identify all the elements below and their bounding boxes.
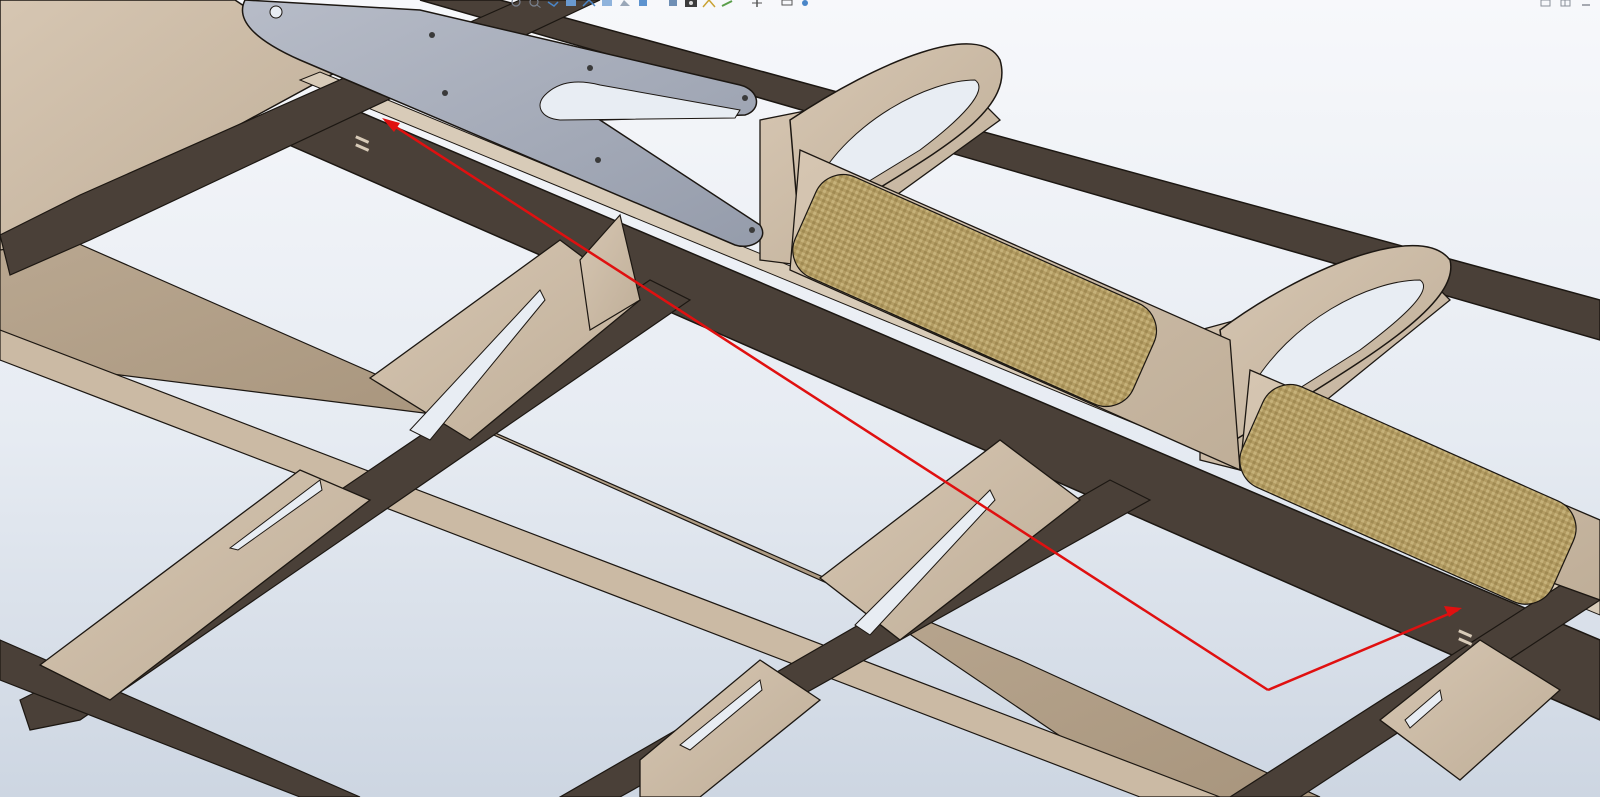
rib-gusset-4 — [639, 659, 822, 797]
spar-slot-mark-4 — [1458, 637, 1473, 646]
spar-slot-mark-2 — [355, 143, 370, 152]
appearance-pen-icon[interactable] — [750, 0, 764, 8]
dynamic-annotation-icon[interactable] — [582, 0, 596, 8]
spar-slot-mark-3 — [1458, 629, 1473, 638]
edit-appearance-icon[interactable] — [666, 0, 680, 8]
plate-bolt-hole-2 — [429, 32, 435, 38]
spar-slot-mark-1 — [355, 135, 370, 144]
fiberglass-patch-1 — [792, 174, 1158, 407]
hide-show-items-icon[interactable] — [636, 0, 650, 8]
restore-window-icon[interactable] — [1540, 0, 1552, 7]
rotate-view-icon[interactable] — [720, 0, 734, 8]
rib-gusset-5-hole — [1404, 689, 1443, 729]
zoom-to-area-icon[interactable] — [528, 0, 542, 8]
rib-gusset-2-hole — [854, 489, 996, 636]
rib-gusset-3 — [38, 469, 372, 701]
display-pane-icon[interactable] — [780, 0, 794, 8]
annotation-line-short — [1267, 608, 1459, 692]
plate-bolt-hole-7 — [749, 227, 755, 233]
annotation-arrowhead-left — [382, 118, 400, 132]
rib-gusset-5 — [1378, 639, 1562, 781]
tile-window-icon[interactable] — [1560, 0, 1572, 7]
plate-bolt-hole-1 — [269, 5, 283, 19]
apply-scene-icon[interactable] — [684, 0, 698, 8]
minimize-window-icon[interactable] — [1580, 0, 1592, 7]
fiberglass-patch-2 — [1239, 384, 1577, 605]
rib-gusset-1-hole — [409, 289, 546, 441]
rib-gusset-3-hole — [228, 479, 323, 551]
rib-gusset-1b — [579, 213, 641, 331]
nose-rib-1-hole — [814, 79, 980, 206]
display-style-icon[interactable] — [618, 0, 632, 8]
view-settings-icon[interactable] — [702, 0, 716, 8]
previous-view-icon[interactable] — [546, 0, 560, 8]
annotation-arrowhead-right — [1444, 606, 1462, 617]
lower-web-panel-right — [829, 579, 1321, 797]
window-controls — [1540, 0, 1592, 7]
lower-web-strip — [0, 329, 1221, 797]
rib-gusset-4-hole — [679, 679, 763, 751]
zoom-to-fit-icon[interactable] — [510, 0, 524, 8]
annotation-line-long — [384, 118, 1269, 692]
plate-bolt-hole-6 — [742, 95, 748, 101]
section-view-icon[interactable] — [564, 0, 578, 8]
heads-up-view-toolbar — [510, 0, 812, 8]
steel-plate-slot — [539, 81, 741, 121]
steel-root-plate — [241, 0, 764, 247]
nose-rib-2-hole — [1249, 279, 1424, 411]
annotation-arrows — [382, 118, 1462, 692]
view-orientation-icon[interactable] — [600, 0, 614, 8]
lower-spar-5 — [1228, 559, 1600, 797]
plate-bolt-hole-4 — [442, 90, 448, 96]
plate-bolt-hole-3 — [587, 65, 593, 71]
monitor-icon[interactable] — [798, 0, 812, 8]
plate-bolt-hole-5 — [595, 157, 601, 163]
